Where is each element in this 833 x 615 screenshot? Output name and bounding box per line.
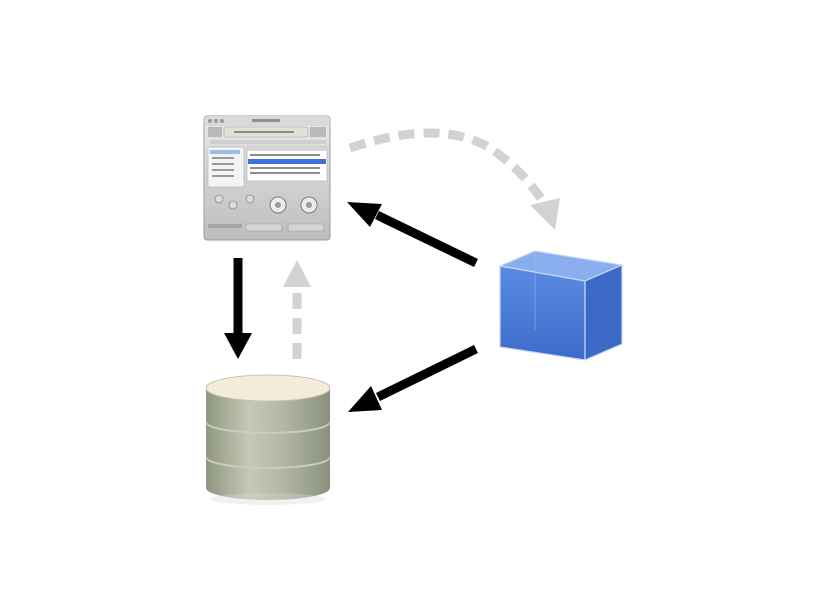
app-window-icon <box>203 115 331 241</box>
arrow-database-to-window-dashed <box>283 260 311 359</box>
cube-icon <box>497 250 625 361</box>
arrow-window-to-database <box>224 258 252 359</box>
arrow-cube-to-window <box>347 202 478 268</box>
database-icon <box>205 374 331 505</box>
arrow-window-to-cube-dashed-curved <box>348 128 560 230</box>
arrow-cube-to-database <box>348 344 478 412</box>
